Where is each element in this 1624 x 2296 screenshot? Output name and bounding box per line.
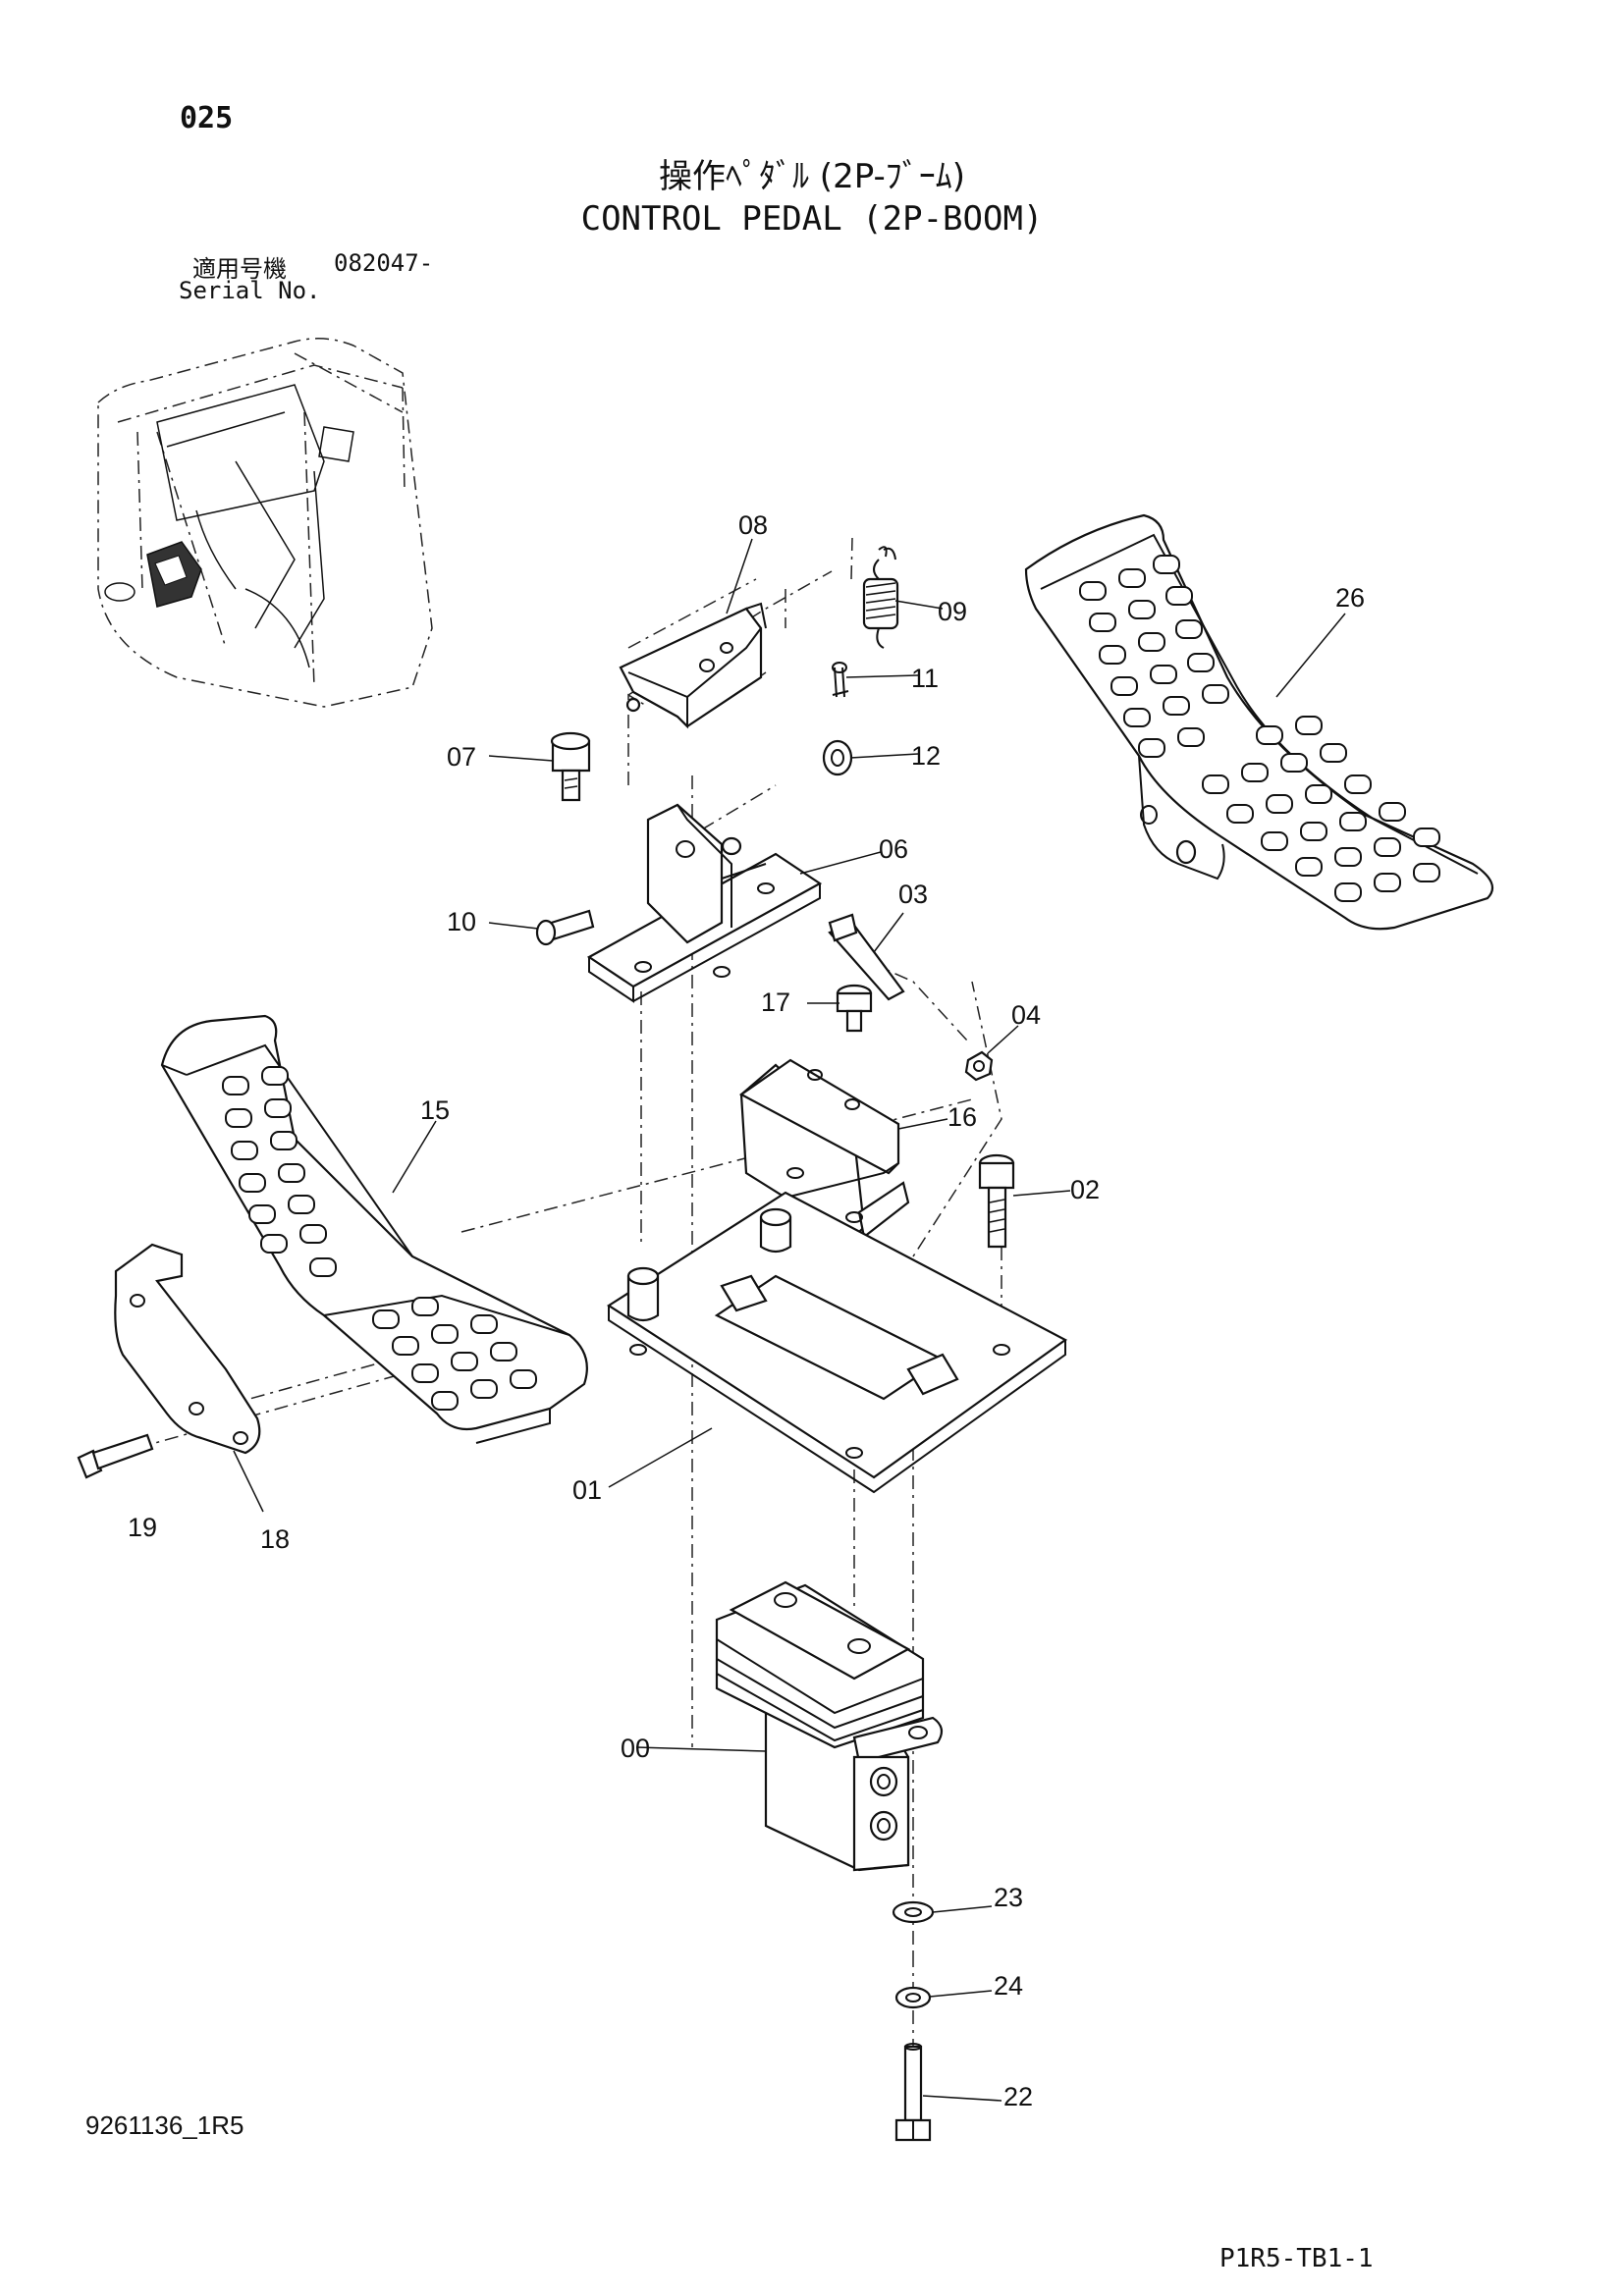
- pedal-part-15: [160, 1014, 588, 1444]
- sheet-code: P1R5-TB1-1: [1219, 2244, 1374, 2273]
- bracket-part-16: [738, 1058, 910, 1239]
- serial-label-japanese: 適用号機: [192, 255, 287, 283]
- callout-17: 17: [761, 988, 790, 1017]
- callout-11: 11: [911, 664, 939, 693]
- pin-part-10: [535, 909, 595, 946]
- callout-26: 26: [1335, 583, 1365, 613]
- pedal-15-grip-pads: [222, 1066, 537, 1411]
- title-japanese: 操作ﾍﾟﾀﾞﾙ (2P-ﾌﾞｰﾑ): [659, 157, 965, 196]
- callout-01: 01: [572, 1475, 602, 1505]
- callout-08: 08: [738, 510, 768, 540]
- bolt-part-19: [77, 1433, 154, 1479]
- nut-part-04: [964, 1050, 994, 1082]
- bracket-part-06: [586, 803, 823, 1003]
- callout-12: 12: [911, 741, 941, 771]
- callout-24: 24: [994, 1971, 1023, 2001]
- page-number: 025: [180, 101, 234, 135]
- callout-16: 16: [947, 1102, 977, 1132]
- washer-part-24: [894, 1986, 932, 2009]
- callout-02: 02: [1070, 1175, 1100, 1204]
- callout-leaders: [233, 538, 1346, 2102]
- callout-22: 22: [1003, 2082, 1033, 2111]
- callout-06: 06: [879, 834, 908, 864]
- callout-09: 09: [938, 597, 967, 626]
- document-code: 9261136_1R5: [85, 2110, 244, 2140]
- callout-04: 04: [1011, 1000, 1041, 1030]
- cab-location-sketch: [97, 338, 433, 708]
- callout-15: 15: [420, 1095, 450, 1125]
- base-plate-part-01: [606, 1191, 1068, 1494]
- title-english: CONTROL PEDAL (2P-BOOM): [580, 199, 1044, 239]
- bolt-part-07: [550, 731, 591, 802]
- serial-label-english: Serial No.: [179, 277, 321, 304]
- callout-10: 10: [447, 907, 476, 936]
- pedal-part-26: [1024, 513, 1494, 931]
- bolt-part-17: [836, 984, 873, 1033]
- pilot-valve-part-00: [715, 1580, 944, 1872]
- callout-19: 19: [128, 1513, 157, 1542]
- washer-part-12: [822, 739, 853, 776]
- bolt-part-03: [828, 913, 905, 1001]
- washer-part-23: [892, 1900, 935, 1924]
- bolt-part-22: [894, 2043, 932, 2142]
- callout-labels: 08 09 11 12 07 06 10 03 17 04 16 02 15 2…: [128, 510, 1365, 2111]
- pedal-26-grip-pads: [1079, 555, 1440, 902]
- lever-part-08: [619, 602, 767, 729]
- callout-18: 18: [260, 1524, 290, 1554]
- serial-number-value: 082047-: [334, 249, 434, 277]
- callout-00: 00: [621, 1734, 650, 1763]
- cotter-pin-part-11: [832, 662, 849, 698]
- callout-23: 23: [994, 1883, 1023, 1912]
- callout-03: 03: [898, 880, 928, 909]
- callout-07: 07: [447, 742, 476, 772]
- bolt-part-02: [978, 1153, 1015, 1249]
- spring-part-09: [862, 546, 899, 649]
- bracket-part-18: [114, 1243, 261, 1455]
